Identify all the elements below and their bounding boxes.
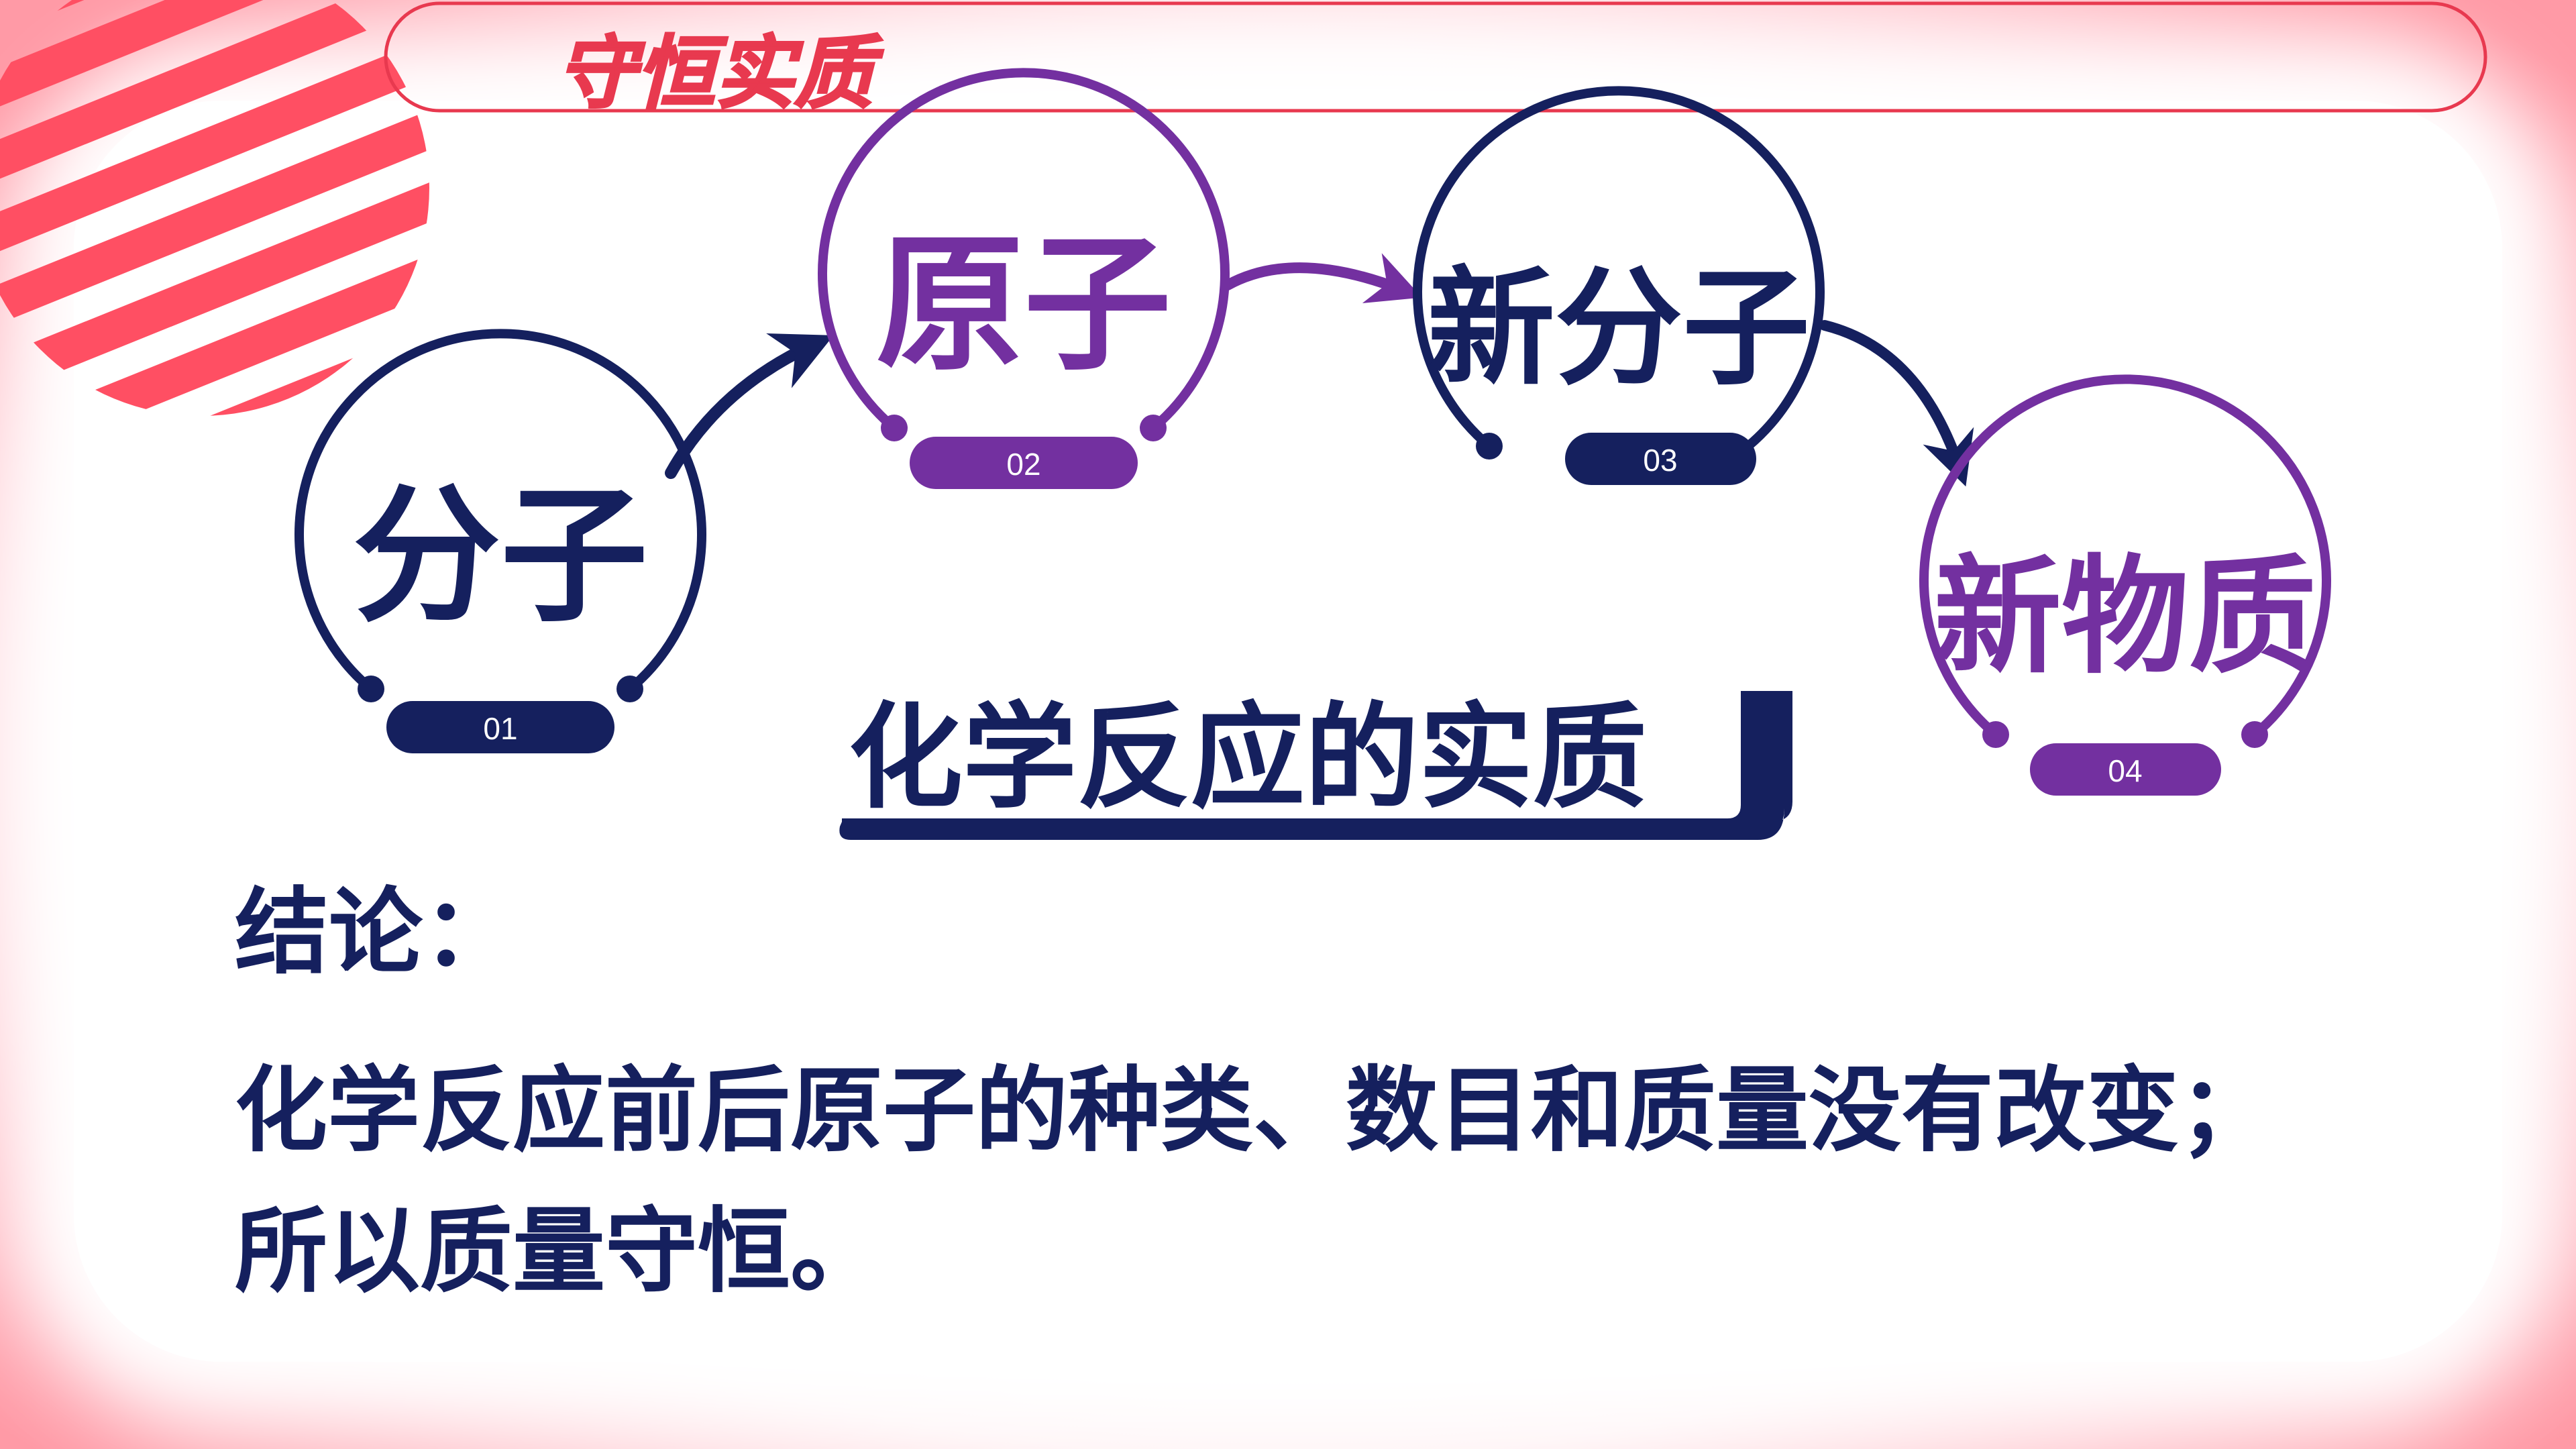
node-01-end-dot (358, 676, 384, 702)
subtitle-group: 化学反应的实质 (839, 690, 1792, 840)
node-04-label: 新物质 (1934, 541, 2316, 691)
node-04-badge (2030, 743, 2221, 796)
node-02-number: 02 (1006, 447, 1040, 482)
node-04: 新物质 04 (1919, 374, 2331, 796)
conclusion-label: 结论： (235, 877, 517, 987)
node-01-end-dot (616, 676, 643, 702)
header-bar (384, 1, 2487, 113)
node-03: 新分子 03 (1413, 86, 1825, 485)
node-03-badge (1565, 433, 1756, 485)
arrow-01-to-02 (665, 333, 834, 479)
node-04-number: 04 (2108, 753, 2142, 788)
node-01-ring (294, 329, 706, 694)
node-01-label: 分子 (353, 468, 648, 642)
arrow-03-to-04 (1819, 320, 1974, 487)
conclusion-line-1: 化学反应前后原子的种类、数目和质量没有改变； (235, 1055, 2272, 1165)
node-02: 原子 02 (818, 68, 1230, 489)
node-01: 分子 01 (294, 329, 706, 753)
subtitle-bracket-base (839, 691, 1792, 840)
node-02-badge (910, 437, 1138, 489)
node-03-end-dot (1476, 433, 1503, 460)
subtitle-text: 化学反应的实质 (849, 690, 1647, 824)
arrow-02-to-03 (1222, 253, 1422, 303)
node-01-number: 01 (483, 711, 517, 746)
node-02-end-dot (881, 415, 908, 441)
node-02-ring (818, 68, 1230, 433)
node-03-number: 03 (1643, 443, 1677, 478)
conclusion-line-2: 所以质量守恒。 (235, 1196, 883, 1305)
node-02-label: 原子 (876, 217, 1171, 390)
node-03-label: 新分子 (1428, 253, 1810, 402)
node-04-end-dot (2241, 721, 2268, 748)
node-04-end-dot (1982, 721, 2009, 748)
node-02-end-dot (1140, 415, 1167, 441)
node-04-ring (1919, 374, 2331, 739)
header-title: 守恒实质 (557, 26, 883, 119)
node-03-ring (1413, 86, 1825, 451)
node-01-badge (386, 701, 614, 753)
